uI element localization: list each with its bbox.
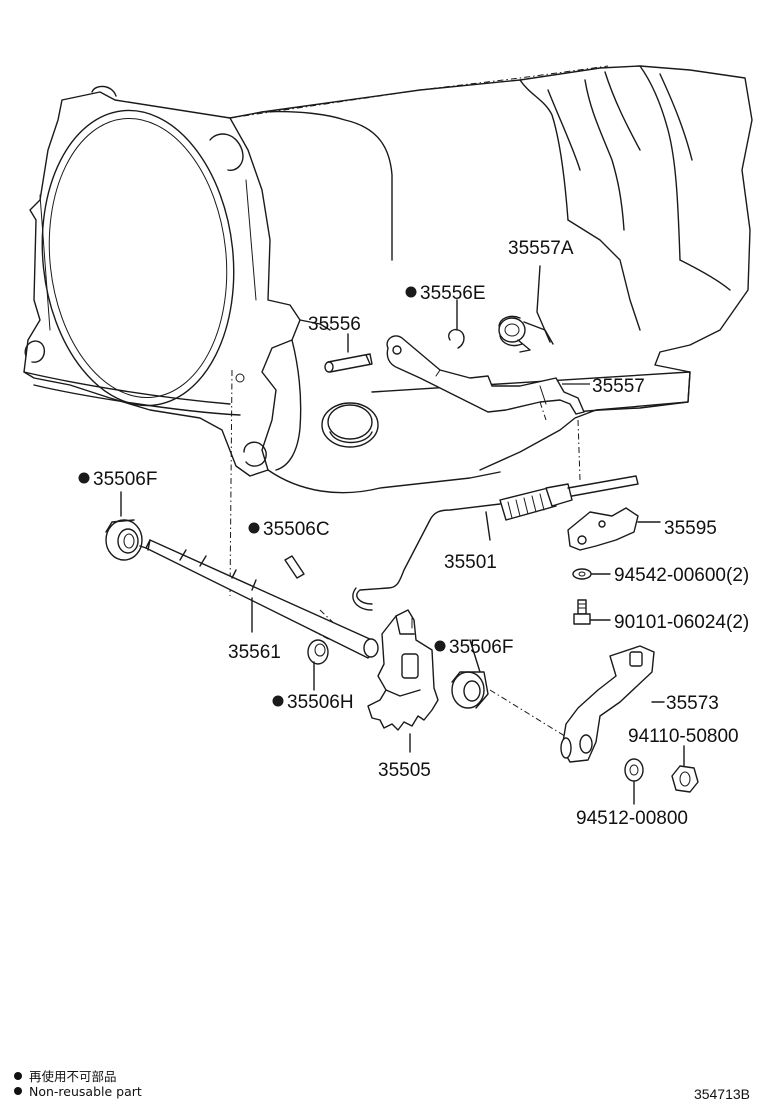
detent-plate-35505 (367, 609, 439, 753)
label-94512: 94512-00800 (576, 808, 688, 829)
non-reusable-dot (272, 695, 284, 707)
non-reusable-dot (78, 472, 90, 484)
legend-text-ja: 再使用不可部品 (29, 1069, 117, 1084)
oil-seal-35506f-a (105, 491, 143, 561)
nut-94110 (671, 745, 699, 793)
control-rod-35501 (352, 475, 639, 611)
label-35557: 35557 (592, 376, 645, 397)
bolt-90101 (573, 599, 611, 625)
e-clip-35556e (448, 299, 465, 349)
legend-english: Non-reusable part (14, 1084, 142, 1099)
legend-dot-icon (14, 1087, 22, 1095)
label-35556e: 35556E (420, 283, 486, 304)
label-35573: 35573 (666, 693, 719, 714)
bushing-35506h (307, 639, 329, 691)
non-reusable-dot (434, 640, 446, 652)
label-35501: 35501 (444, 552, 497, 573)
part-labels: 35557A 35556E 35556 35557 35506F 35506C … (78, 238, 749, 829)
transmission-housing (23, 65, 753, 494)
spring-pin-35506c (284, 555, 305, 579)
detent-lever-35557 (386, 335, 590, 415)
manual-valve-shaft-35561 (139, 539, 379, 659)
label-90101: 90101-06024(2) (614, 612, 749, 633)
oil-seal-35506f-b (451, 639, 489, 709)
label-35556: 35556 (308, 314, 361, 335)
label-35506f-b: 35506F (449, 637, 513, 658)
legend-japanese: 再使用不可部品 (14, 1066, 117, 1085)
label-35505: 35505 (378, 760, 431, 781)
label-35561: 35561 (228, 642, 281, 663)
lock-washer-94512 (624, 758, 644, 805)
legend-text-en: Non-reusable part (29, 1084, 142, 1099)
control-lever-35573 (560, 645, 665, 763)
torsion-spring-35557a (498, 265, 554, 353)
label-35506f-a: 35506F (93, 469, 157, 490)
non-reusable-dot (405, 286, 417, 298)
label-35557a: 35557A (508, 238, 574, 259)
legend-dot-icon (14, 1072, 22, 1080)
pin-35556 (324, 333, 373, 373)
label-94110: 94110-50800 (628, 726, 739, 747)
cable-bracket-35595 (567, 507, 661, 551)
label-35506c: 35506C (263, 519, 330, 540)
label-94542: 94542-00600(2) (614, 565, 749, 586)
label-35595: 35595 (664, 518, 717, 539)
figure-id: 354713B (693, 1086, 750, 1102)
non-reusable-dot (248, 522, 260, 534)
label-35506h: 35506H (287, 692, 354, 713)
washer-94542 (572, 568, 611, 580)
